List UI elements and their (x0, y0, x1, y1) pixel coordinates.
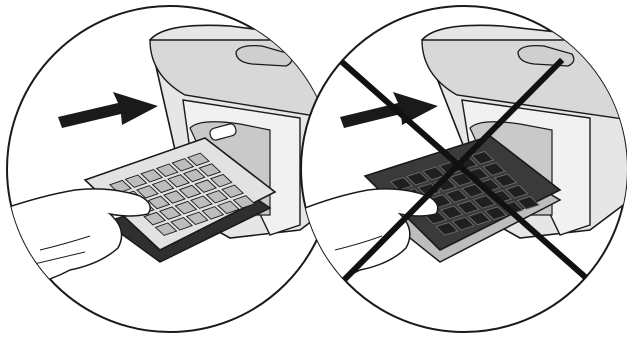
panel-correct (0, 6, 340, 332)
panel-incorrect (300, 6, 627, 332)
control-knob (236, 46, 292, 66)
